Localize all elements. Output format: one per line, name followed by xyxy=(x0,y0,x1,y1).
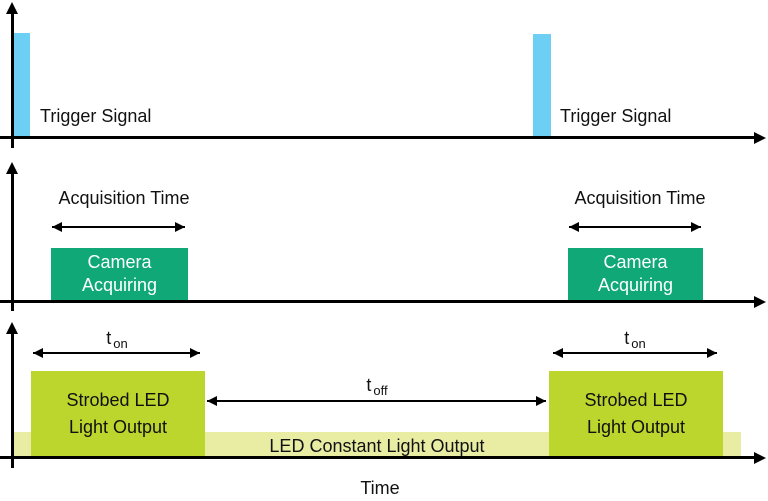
t-symbol: t xyxy=(624,328,630,348)
strobed-box-label-line2: Light Output xyxy=(68,416,168,437)
x-axis-arrow-right-icon xyxy=(754,452,766,464)
trigger-x-axis xyxy=(0,136,756,139)
trigger-signal-label: Trigger Signal xyxy=(40,106,152,126)
t-on-arrow xyxy=(33,348,200,358)
acquisition-time-label: Acquisition Time xyxy=(58,188,190,208)
trigger-pulse xyxy=(13,33,30,136)
camera-x-axis xyxy=(0,300,756,303)
camera-box-label-line1: Camera xyxy=(87,252,152,272)
strobed-led-box: Strobed LED Light Output xyxy=(31,371,205,456)
strobed-box-label-line1: Strobed LED xyxy=(66,389,170,410)
led-y-axis xyxy=(11,330,14,468)
t-symbol: t xyxy=(106,328,112,348)
trigger-y-axis xyxy=(11,10,14,148)
y-axis-arrow-up-icon xyxy=(6,162,18,174)
y-axis-arrow-up-icon xyxy=(6,322,18,334)
led-x-axis xyxy=(0,456,756,459)
strobed-box-label-line1: Strobed LED xyxy=(584,389,688,410)
t-off-arrow xyxy=(207,396,546,406)
camera-acquiring-box: Camera Acquiring xyxy=(51,248,188,300)
t-on-subscript: on xyxy=(631,336,646,351)
t-on-arrow xyxy=(553,348,717,358)
y-axis-arrow-up-icon xyxy=(6,2,18,14)
camera-y-axis xyxy=(11,170,14,311)
camera-box-label-line2: Acquiring xyxy=(81,275,158,295)
t-off-subscript: off xyxy=(373,383,388,398)
camera-box-label-line1: Camera xyxy=(603,252,668,272)
t-on-subscript: on xyxy=(113,336,128,351)
x-axis-arrow-right-icon xyxy=(754,132,766,144)
trigger-pulse xyxy=(533,34,551,136)
strobed-led-box: Strobed LED Light Output xyxy=(549,371,723,456)
acquisition-time-arrow xyxy=(52,222,185,232)
acquisition-time-arrow xyxy=(569,222,701,232)
x-axis-arrow-right-icon xyxy=(754,296,766,308)
camera-box-label-line2: Acquiring xyxy=(597,275,674,295)
trigger-signal-label: Trigger Signal xyxy=(560,106,672,126)
led-constant-light-label: LED Constant Light Output xyxy=(269,436,485,456)
acquisition-time-label: Acquisition Time xyxy=(574,188,706,208)
strobed-box-label-line2: Light Output xyxy=(586,416,686,437)
camera-acquiring-box: Camera Acquiring xyxy=(568,248,703,300)
t-symbol: t xyxy=(366,375,372,395)
time-axis-label: Time xyxy=(360,478,400,498)
